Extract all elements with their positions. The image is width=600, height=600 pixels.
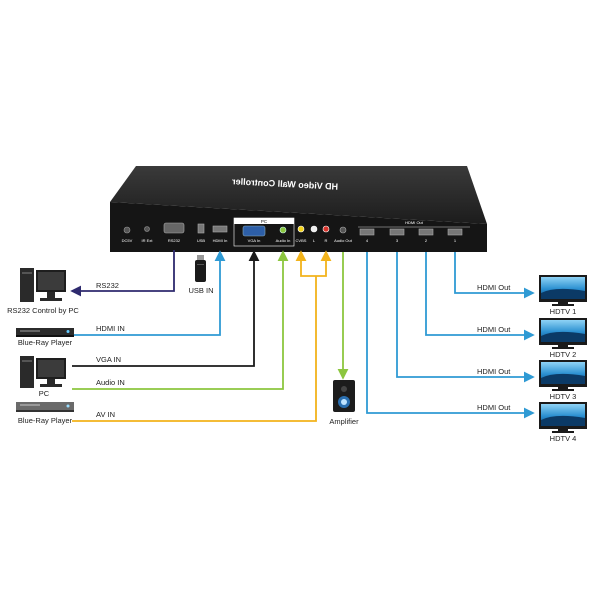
pc-icon	[20, 356, 66, 388]
audio-in-link	[72, 250, 289, 390]
vga-in-port: VGA In	[242, 225, 266, 243]
hdtv-3: HDTV 3	[539, 360, 587, 401]
amplifier-icon	[333, 380, 355, 412]
svg-text:USB: USB	[197, 238, 206, 243]
svg-text:RS232: RS232	[168, 238, 181, 243]
hdmi-out-group: HDMI Out 4 3 2 1	[358, 220, 470, 243]
rs232-port: RS232	[163, 222, 185, 243]
hdtv-2: HDTV 2	[539, 318, 587, 359]
cvbs-port: CVBS	[296, 225, 307, 243]
audio-in-link-label: Audio IN	[96, 378, 125, 387]
hdmi-out-3-link	[396, 252, 535, 383]
audio-out-port: Audio Out	[334, 226, 353, 243]
hdmi-out-2-label: HDMI Out	[477, 325, 511, 334]
av-split-cvbs	[295, 250, 316, 277]
hdmi-out-4-label: HDMI Out	[477, 403, 511, 412]
bluray-player-1-icon	[16, 328, 74, 337]
usb-in-label: USB IN	[188, 286, 213, 295]
svg-text:1: 1	[454, 238, 457, 243]
svg-text:L: L	[313, 238, 316, 243]
bluray-player-2-label: Blue-Ray Player	[18, 416, 73, 425]
svg-text:HDMI In: HDMI In	[213, 238, 228, 243]
bluray-player-1-label: Blue-Ray Player	[18, 338, 73, 347]
rs232-link	[70, 250, 175, 297]
usb-stick-icon	[195, 255, 206, 282]
vga-in-link	[72, 250, 260, 367]
hdmi-out-2-link	[425, 252, 535, 341]
audio-r-port: R	[322, 225, 330, 243]
rs232-link-label: RS232	[96, 281, 119, 290]
av-in-link-label: AV IN	[96, 410, 115, 419]
svg-text:CVBS: CVBS	[296, 238, 307, 243]
hdtv-4: HDTV 4	[539, 402, 587, 443]
hdtv-1-label: HDTV 1	[550, 307, 577, 316]
hdmi-out-port-2: 2	[418, 228, 434, 243]
hdmi-out-3-label: HDMI Out	[477, 367, 511, 376]
hdmi-in-port: HDMI In	[213, 225, 228, 243]
av-in-link	[72, 276, 317, 422]
svg-text:DC5V: DC5V	[122, 238, 133, 243]
hdtv-2-label: HDTV 2	[550, 350, 577, 359]
hdmi-out-4-link	[366, 252, 535, 419]
hdmi-out-group-label: HDMI Out	[405, 220, 424, 225]
rs232-pc-icon	[20, 268, 66, 302]
svg-text:VGA In: VGA In	[248, 238, 261, 243]
hdmi-in-link	[72, 250, 226, 336]
hdtv-4-label: HDTV 4	[550, 434, 577, 443]
dc5v-port: DC5V	[122, 226, 133, 243]
pc-label: PC	[39, 389, 50, 398]
hdmi-out-port-4: 4	[359, 228, 375, 243]
svg-text:4: 4	[366, 238, 369, 243]
svg-text:Audio Out: Audio Out	[334, 238, 353, 243]
hdmi-out-1-link	[454, 252, 535, 299]
hdtv-1: HDTV 1	[539, 275, 587, 316]
video-wall-controller: HD Video Wall Controller DC5V IR Ext RS2…	[110, 166, 487, 252]
audio-l-port: L	[310, 225, 318, 243]
hdtv-3-label: HDTV 3	[550, 392, 577, 401]
usb-port: USB	[197, 223, 206, 243]
hdmi-out-port-3: 3	[389, 228, 405, 243]
vga-in-link-label: VGA IN	[96, 355, 121, 364]
svg-text:2: 2	[425, 238, 428, 243]
hdmi-in-link-label: HDMI IN	[96, 324, 125, 333]
svg-text:IR Ext: IR Ext	[142, 238, 154, 243]
bluray-player-2-icon	[16, 402, 74, 412]
svg-text:R: R	[325, 238, 328, 243]
pc-port-group: PC	[233, 217, 295, 247]
ir-ext-port: IR Ext	[142, 226, 154, 243]
svg-text:Audio In: Audio In	[276, 238, 291, 243]
av-split-r	[316, 250, 332, 277]
pc-group-label: PC	[261, 219, 268, 224]
svg-text:3: 3	[396, 238, 399, 243]
hdmi-out-port-1: 1	[447, 228, 463, 243]
amplifier-label: Amplifier	[329, 417, 359, 426]
hdmi-out-1-label: HDMI Out	[477, 283, 511, 292]
audio-in-port: Audio In	[276, 226, 291, 243]
rs232-pc-label: RS232 Control by PC	[7, 306, 79, 315]
